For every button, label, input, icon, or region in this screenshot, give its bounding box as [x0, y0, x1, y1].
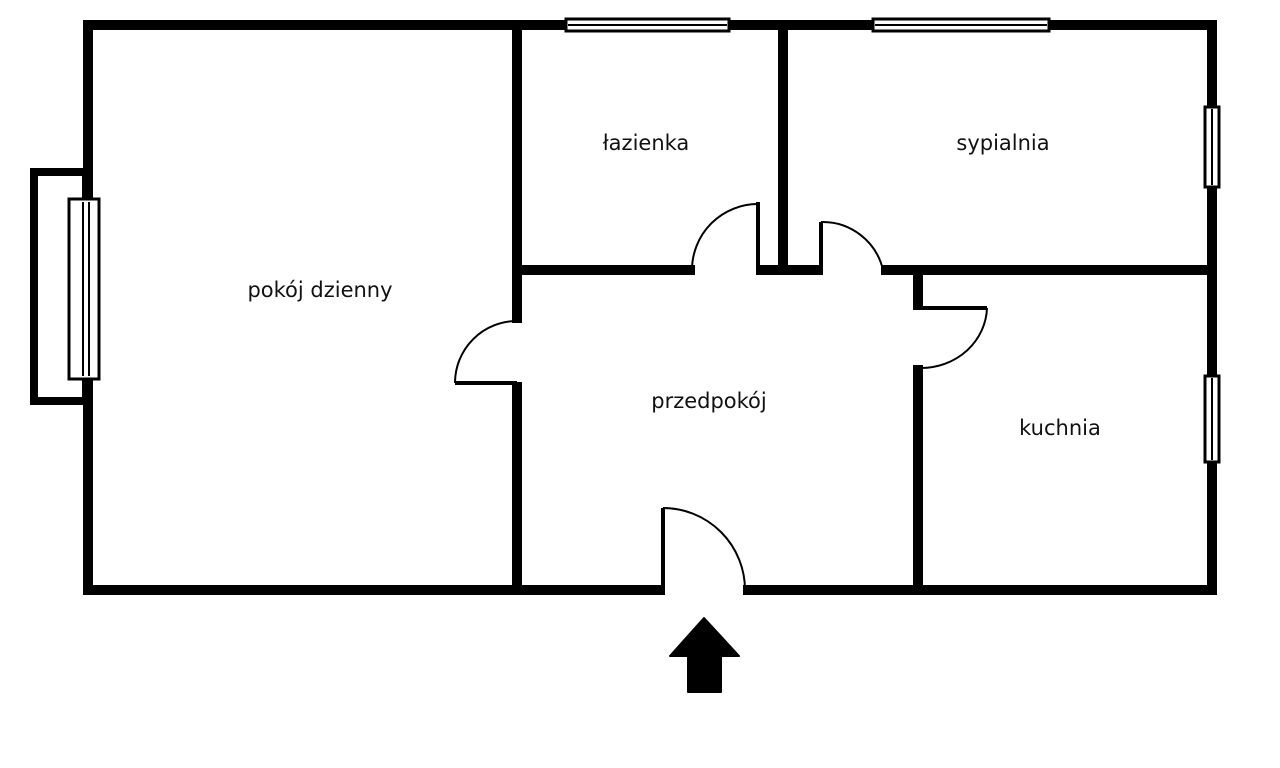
door-bathroom — [691, 202, 760, 271]
room-label-hallway: przedpokój — [651, 389, 767, 413]
room-label-kitchen: kuchnia — [1019, 416, 1101, 440]
outer-walls — [83, 20, 1217, 595]
door-bedroom — [819, 220, 884, 271]
door-kitchen — [920, 306, 988, 369]
interior-walls — [512, 20, 1217, 595]
arrow-up-icon — [669, 617, 740, 693]
room-label-living: pokój dzienny — [247, 278, 392, 302]
door-entrance — [661, 507, 746, 591]
room-label-bedroom: sypialnia — [956, 131, 1049, 155]
door-living — [454, 320, 518, 385]
room-label-bathroom: łazienka — [603, 131, 690, 155]
